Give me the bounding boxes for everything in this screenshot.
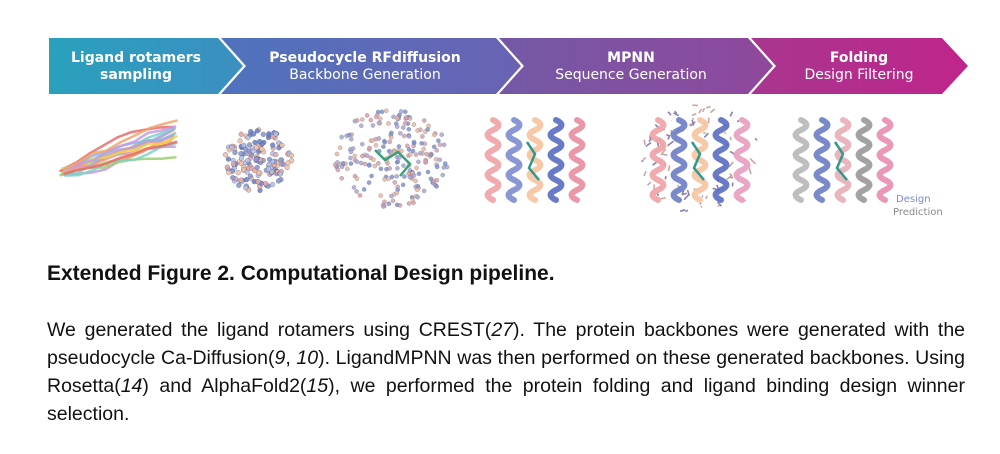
stage-4-subtitle: Design Filtering — [804, 67, 913, 83]
sequence-designed-protein-illustration — [641, 104, 758, 213]
stage-3-title: MPNN — [607, 50, 655, 66]
backbone-point-cloud-illustration — [222, 127, 295, 193]
stage-1-title-line2: sampling — [100, 67, 172, 83]
figure-caption-body: We generated the ligand rotamers using C… — [47, 316, 965, 428]
legend-design: Design — [896, 194, 931, 205]
stage-4-arrow — [751, 38, 968, 94]
stage-2-arrow — [221, 38, 521, 94]
pipeline-figure: Ligand rotamers sampling Pseudocycle RFd… — [49, 38, 968, 218]
citation-ref: 15 — [306, 375, 329, 397]
folding-overlay-illustration — [792, 117, 894, 203]
caption-text: , — [285, 347, 297, 369]
caption-text: ), we performed the protein folding and … — [47, 375, 965, 425]
stage-2-title: Pseudocycle RFdiffusion — [269, 50, 461, 66]
caption-text: ). The protein backbones were generated … — [47, 319, 966, 369]
stage-1-title: Ligand rotamers — [71, 50, 201, 66]
citation-ref: 27 — [491, 319, 514, 341]
citation-ref: 9 — [274, 347, 286, 369]
designed-protein-illustration — [484, 117, 586, 203]
stage-1-arrow — [49, 38, 243, 94]
stage-3-arrow — [499, 38, 773, 94]
ligand-rotamers-illustration — [58, 119, 178, 177]
stage-3-subtitle: Sequence Generation — [555, 67, 707, 83]
stage-2-subtitle: Backbone Generation — [289, 67, 440, 83]
figure-caption-title: Extended Figure 2. Computational Design … — [47, 262, 555, 285]
legend-prediction: Prediction — [893, 207, 943, 218]
caption-text: ). LigandMPNN was then performed on thes… — [47, 347, 965, 397]
citation-ref: 10 — [296, 347, 319, 369]
diffused-backbone-illustration — [332, 108, 450, 209]
caption-text: We generated the ligand rotamers using C… — [47, 319, 492, 341]
stage-4-title: Folding — [830, 50, 888, 66]
citation-ref: 14 — [120, 375, 143, 397]
caption-text: ) and AlphaFold2( — [142, 375, 307, 397]
